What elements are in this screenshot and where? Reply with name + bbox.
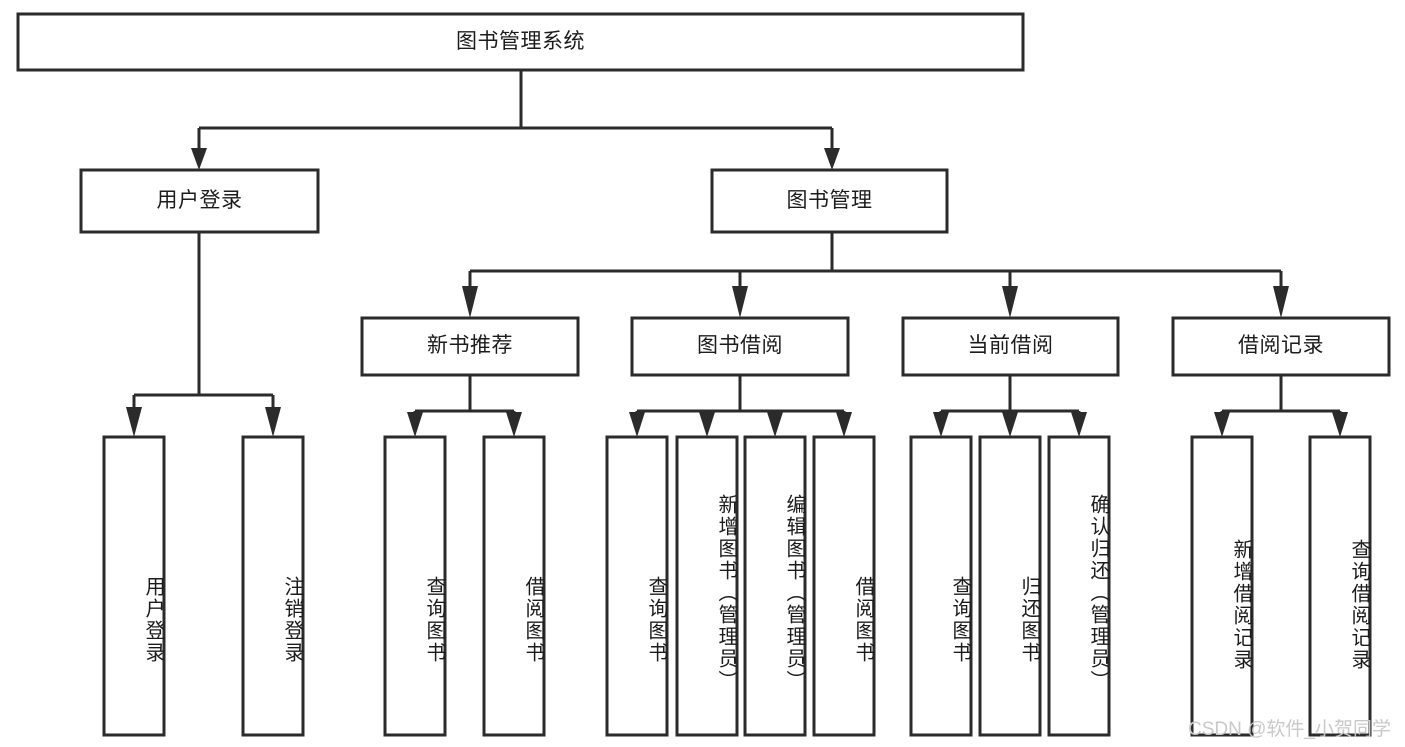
arrowhead-to-borrow-book-b: [836, 412, 852, 437]
node-leaf-user-logout-box[interactable]: [241, 435, 305, 737]
node-leaf-add-record-box[interactable]: [1190, 435, 1254, 737]
arrowhead-to-add-book: [699, 412, 715, 437]
arrowhead-to-query-record: [1332, 412, 1348, 437]
node-leaf-user-login-box[interactable]: [102, 435, 166, 737]
node-leaf-query-record-box[interactable]: [1308, 435, 1372, 737]
arrowhead-root-to-user-login: [191, 148, 207, 170]
node-new-book-rec-box[interactable]: [360, 316, 580, 377]
node-borrow-record-box[interactable]: [1171, 316, 1391, 377]
arrowhead-to-borrow-book-a: [506, 412, 522, 437]
arrowhead-to-add-record: [1214, 412, 1230, 437]
arrowhead-to-book-borrow: [732, 286, 748, 318]
arrowhead-to-new-book-rec: [462, 286, 478, 318]
node-root-box[interactable]: [16, 12, 1025, 72]
arrowhead-to-current-borrow: [1002, 286, 1018, 318]
node-book-borrow-box[interactable]: [630, 316, 850, 377]
node-leaf-borrow-book-b-box[interactable]: [812, 435, 876, 737]
node-current-borrow-box[interactable]: [901, 316, 1120, 377]
arrowhead-to-leaf-user-logout: [265, 407, 281, 437]
arrowhead-to-borrow-record: [1273, 286, 1289, 318]
arrowhead-to-edit-book: [767, 412, 783, 437]
node-leaf-query-book-b-box[interactable]: [605, 435, 669, 737]
arrowhead-to-query-book-a: [407, 412, 423, 437]
arrowhead-to-query-book-b: [629, 412, 645, 437]
arrowhead-to-leaf-user-login: [126, 407, 142, 437]
node-user-login-box[interactable]: [79, 168, 320, 234]
node-leaf-return-book-box[interactable]: [978, 435, 1042, 737]
node-leaf-add-book-box[interactable]: [675, 435, 739, 737]
node-leaf-query-book-a-box[interactable]: [383, 435, 447, 737]
arrowhead-to-confirm-return: [1071, 412, 1087, 437]
node-leaf-query-book-c-box[interactable]: [909, 435, 973, 737]
node-leaf-confirm-return-box[interactable]: [1047, 435, 1111, 737]
arrowhead-root-to-book-manage: [824, 148, 840, 170]
node-book-manage-box[interactable]: [710, 168, 949, 234]
arrowhead-to-query-book-c: [933, 412, 949, 437]
node-leaf-edit-book-box[interactable]: [743, 435, 807, 737]
arrowhead-to-return-book: [1002, 412, 1018, 437]
node-leaf-borrow-book-a-box[interactable]: [482, 435, 546, 737]
